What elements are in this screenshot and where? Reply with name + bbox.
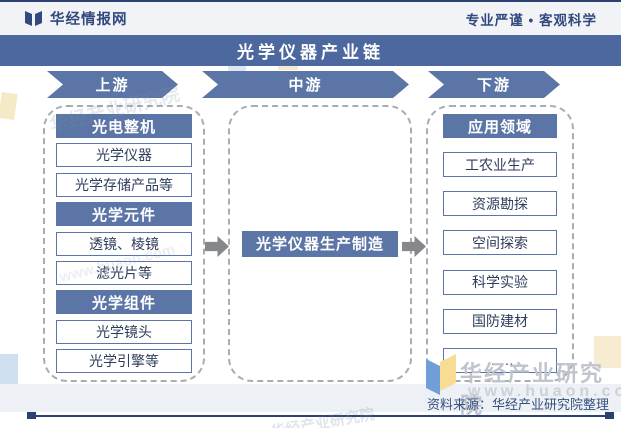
upstream-group-header: 光学组件 <box>56 290 192 315</box>
upstream-column: 光电整机 光学仪器 光学存储产品等 光学元件 透镜、棱镜 滤光片等 光学组件 光… <box>43 105 205 382</box>
upstream-item: 滤光片等 <box>56 260 192 285</box>
huaon-logo-icon <box>424 352 458 401</box>
header-bar: 华经情报网 专业严谨 • 客观科学 <box>0 2 621 35</box>
flow-arrow-icon <box>205 236 229 257</box>
upstream-group-header: 光学元件 <box>56 202 192 227</box>
stage-arrow-upstream: 上游 <box>47 71 178 98</box>
downstream-column: 应用领域 工农业生产 资源勘探 空间探索 科学实验 国防建材 …… <box>426 105 574 382</box>
bottom-rule <box>30 415 614 417</box>
brand-name: 华经情报网 <box>50 12 128 28</box>
downstream-item: 科学实验 <box>443 269 557 295</box>
page-title: 光学仪器产业链 <box>0 35 621 66</box>
watermark-url: www.huaon.com <box>468 383 621 400</box>
downstream-item: 工农业生产 <box>443 152 557 178</box>
downstream-item: 资源勘探 <box>443 191 557 217</box>
downstream-item: 空间探索 <box>443 230 557 256</box>
upstream-item: 透镜、棱镜 <box>56 231 192 256</box>
bottom-rule-left-square <box>27 412 36 419</box>
top-rule <box>0 0 621 2</box>
upstream-item: 光学存储产品等 <box>56 172 192 197</box>
midstream-box: 光学仪器生产制造 <box>242 230 398 257</box>
bottom-rule-right-square <box>605 412 614 419</box>
watermark-square <box>594 336 621 368</box>
downstream-header: 应用领域 <box>443 114 557 138</box>
upstream-item: 光学仪器 <box>56 143 192 168</box>
midstream-column: 光学仪器生产制造 <box>228 105 412 382</box>
stage-arrow-midstream: 中游 <box>202 71 409 98</box>
brand: 华经情报网 <box>24 8 128 29</box>
upstream-group-header: 光电整机 <box>56 114 192 138</box>
downstream-item: …… <box>443 347 557 373</box>
downstream-item: 国防建材 <box>443 308 557 334</box>
book-logo-icon <box>24 10 43 27</box>
slogan: 专业严谨 • 客观科学 <box>465 12 597 28</box>
footer-bar <box>0 384 621 412</box>
watermark-name: 华经产业研究院 <box>460 361 605 418</box>
watermark-square <box>0 92 18 120</box>
source-note: 资料来源：华经产业研究院整理 <box>426 397 609 412</box>
upstream-item: 光学引擎等 <box>56 349 192 373</box>
stage-arrow-downstream: 下游 <box>428 71 560 98</box>
upstream-item: 光学镜头 <box>56 319 192 344</box>
